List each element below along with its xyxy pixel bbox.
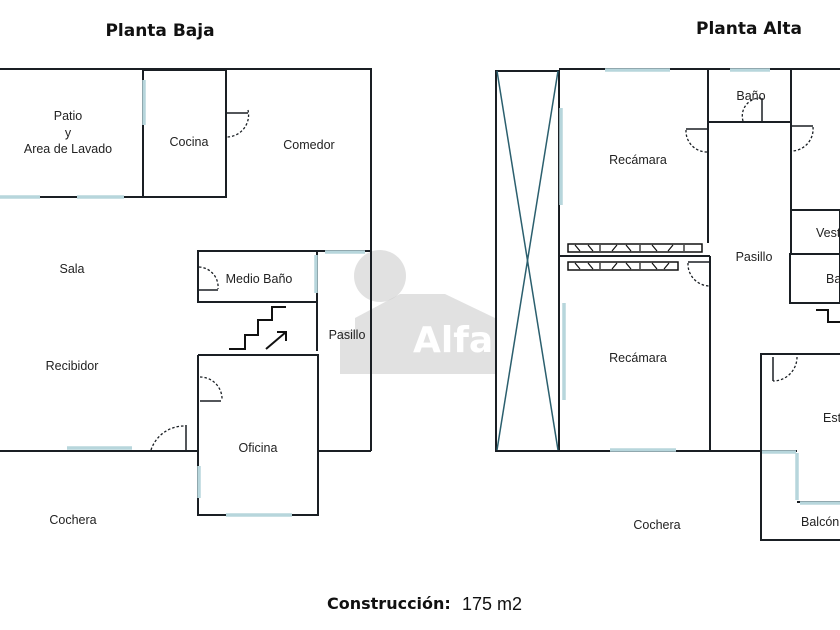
door-icon bbox=[226, 109, 250, 138]
door-icon bbox=[687, 261, 710, 287]
void-cross-line bbox=[496, 70, 559, 451]
door-icon bbox=[685, 128, 708, 153]
wall-bano-2 bbox=[789, 253, 840, 304]
door-icon bbox=[198, 266, 219, 291]
room-label-medio-bano: Medio Baño bbox=[226, 272, 293, 286]
wall-outer bbox=[0, 68, 372, 451]
closet-hatch bbox=[574, 244, 685, 252]
stairs-arrow-icon bbox=[265, 331, 287, 350]
upper-floor-walls bbox=[495, 68, 840, 541]
alfa-watermark: Alfa bbox=[340, 250, 495, 374]
door-icon bbox=[199, 376, 223, 402]
door-icon bbox=[772, 356, 798, 382]
room-label-sala: Sala bbox=[59, 262, 84, 276]
watermark-circle bbox=[354, 250, 406, 302]
upper-floor-room-labels: Recámara Baño Pasillo Recámara Vest Ba E… bbox=[609, 89, 840, 532]
upper-floor-windows bbox=[559, 68, 840, 505]
construction-label: Construcción: bbox=[327, 594, 451, 613]
room-label-pasillo: Pasillo bbox=[329, 328, 366, 342]
watermark-house-shape bbox=[340, 294, 495, 374]
room-label-bano: Baño bbox=[736, 89, 765, 103]
watermark-text: Alfa bbox=[413, 320, 493, 361]
closets bbox=[567, 243, 703, 271]
wall-void bbox=[495, 70, 560, 452]
room-label-bano-2: Ba bbox=[826, 272, 840, 286]
ground-floor-title: Planta Baja bbox=[105, 21, 214, 41]
room-label-vestidor: Vest bbox=[816, 226, 840, 240]
room-label-patio-y: y bbox=[65, 126, 72, 140]
room-label-oficina: Oficina bbox=[239, 441, 278, 455]
room-label-recibidor: Recibidor bbox=[46, 359, 99, 373]
room-label-estancia: Est bbox=[823, 411, 840, 425]
room-label-patio: Patio bbox=[54, 109, 83, 123]
room-label-lavado: Area de Lavado bbox=[24, 142, 112, 156]
room-label-comedor: Comedor bbox=[283, 138, 334, 152]
room-label-cocina: Cocina bbox=[170, 135, 209, 149]
room-label-cochera: Cochera bbox=[49, 513, 96, 527]
closet-hatch bbox=[574, 262, 670, 270]
upper-floor-doors bbox=[685, 97, 814, 382]
room-label-balcon: Balcón bbox=[801, 515, 839, 529]
door-icon bbox=[150, 425, 187, 451]
wall-cocina bbox=[142, 69, 227, 198]
door-icon bbox=[741, 97, 763, 122]
ground-floor-doors bbox=[150, 109, 250, 451]
room-label-recamara-2: Recámara bbox=[609, 351, 667, 365]
upper-floor-title: Planta Alta bbox=[696, 19, 802, 39]
closet bbox=[567, 261, 679, 271]
stairs-icon bbox=[816, 309, 840, 323]
ground-floor-room-labels: Patio y Area de Lavado Cocina Comedor Sa… bbox=[24, 109, 366, 527]
door-icon bbox=[791, 125, 814, 152]
ground-floor-windows bbox=[0, 80, 365, 517]
closet bbox=[567, 243, 703, 253]
construction-value: 175 m2 bbox=[462, 594, 522, 614]
room-label-cochera-alta: Cochera bbox=[633, 518, 680, 532]
room-label-pasillo-alta: Pasillo bbox=[736, 250, 773, 264]
stairs-icon bbox=[229, 306, 287, 350]
room-label-recamara-1: Recámara bbox=[609, 153, 667, 167]
construction-area: Construcción: 175 m2 bbox=[327, 594, 522, 614]
wall-oficina bbox=[197, 354, 319, 516]
wall-estancia bbox=[760, 353, 840, 541]
